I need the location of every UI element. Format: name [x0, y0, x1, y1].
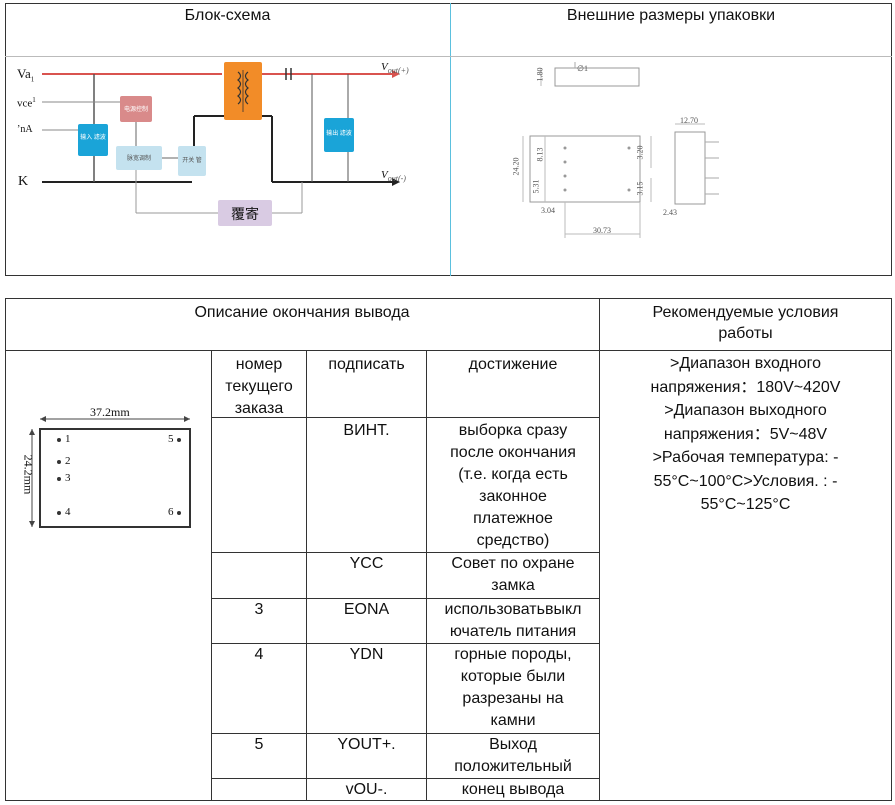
table-row-2-description: использоватьвыкл ючатель питания — [444, 601, 582, 640]
pin-3-label: 3 — [65, 472, 71, 484]
table-row-5-description: конец вывода — [461, 781, 565, 798]
pin-6-label: 6 — [168, 506, 174, 518]
input-filter-block: 输入 滤波 — [78, 124, 108, 156]
table-row-4-number: 5 — [254, 736, 264, 753]
block-diagram-wires — [42, 68, 400, 214]
top-divider — [450, 3, 451, 276]
table-col-2-border — [426, 350, 427, 801]
dim-8-13: 8.13 — [535, 147, 545, 162]
table-row-rule-4 — [211, 733, 599, 734]
pin-4-label: 4 — [65, 506, 71, 518]
pin-2-label: 2 — [65, 455, 71, 467]
table-row-3-number: 4 — [254, 646, 264, 663]
dim-12-70: 12.70 — [680, 116, 698, 125]
label-va: Va1 — [17, 66, 35, 84]
table-header-number: номер текущего заказа — [225, 356, 293, 417]
output-filter-block: 输出 滤波 — [324, 118, 354, 152]
table-row-3-sign: YDN — [349, 646, 384, 663]
table-row-5-sign: vOU-. — [345, 781, 388, 798]
package-height-label: 24.2mm — [21, 454, 36, 495]
package-pin-diagram: 37.2mm 24.2mm 1 2 3 4 5 6 — [21, 405, 202, 535]
dim-phi-1: ∅1 — [577, 64, 588, 73]
dim-5-31: 5.31 — [531, 179, 541, 194]
dim-3-20: 3.20 — [635, 145, 645, 160]
recommended-conditions-title: Рекомендуемые условия работы — [652, 304, 839, 342]
table-row-3-description: горные породы, которые были разрезаны на… — [454, 646, 572, 729]
package-width-label: 37.2mm — [90, 405, 130, 419]
block-diagram-title: Блок-схема — [184, 7, 271, 24]
dim-30-73: 30.73 — [593, 226, 611, 235]
label-vout-minus: Vout(-) — [381, 169, 406, 184]
label-vce: vce1 — [17, 96, 36, 110]
table-row-rule-5 — [211, 778, 599, 779]
pwm-block: 脉宽调制 — [116, 146, 162, 170]
transformer-block — [224, 62, 262, 120]
top-section — [5, 3, 892, 276]
recommended-conditions-text: >Диапазон входного напряжения：180V~420V … — [650, 355, 841, 513]
table-left-border — [211, 350, 212, 801]
table-row-2-number: 3 — [254, 601, 264, 618]
switch-block: 开关 管 — [178, 146, 206, 176]
table-header-description: достижение — [468, 356, 558, 373]
package-outline — [29, 416, 191, 528]
table-row-4-sign: YOUT+. — [337, 736, 396, 753]
top-caption-rule — [5, 56, 892, 57]
table-row-2-sign: EONA — [343, 601, 390, 618]
table-row-rule-0 — [211, 417, 599, 418]
dim-3-04: 3.04 — [541, 206, 555, 215]
table-row-1-sign: YCC — [349, 555, 384, 572]
table-row-rule-2 — [211, 598, 599, 599]
pin-description-title: Описание окончания вывода — [194, 304, 410, 321]
bottom-header-rule — [5, 350, 892, 351]
dim-3-15: 3.15 — [635, 181, 645, 196]
dim-1-80: 1.80 — [535, 67, 545, 82]
table-row-0-sign: ВИНТ. — [343, 422, 390, 439]
bottom-main-divider — [599, 298, 600, 801]
pin-5-label: 5 — [168, 433, 174, 445]
dim-24-20: 24.20 — [511, 157, 521, 176]
feedback-block: 覆寄 — [218, 200, 272, 226]
label-ra: ʼnA — [17, 124, 33, 135]
table-row-rule-1 — [211, 552, 599, 553]
package-dims-title: Внешние размеры упаковки — [566, 7, 776, 24]
table-row-4-description: Выход положительный — [454, 736, 572, 775]
transformer-coil-icon — [237, 70, 249, 112]
power-control-block: 电源控制 — [120, 96, 152, 122]
table-row-1-description: Совет по охране замка — [451, 555, 575, 594]
table-header-sign: подписать — [328, 356, 405, 373]
table-row-rule-3 — [211, 643, 599, 644]
dims-lines — [522, 62, 719, 238]
bottom-section — [5, 298, 892, 801]
label-k: K — [18, 174, 29, 189]
pin-1-label: 1 — [65, 433, 71, 445]
package-dims-drawing: 1.80 ∅1 12.70 24.20 8.13 5.31 3.20 3.15 … — [505, 58, 735, 248]
table-row-0-description: выборка сразу после окончания (т.е. когд… — [450, 422, 576, 549]
table-col-1-border — [306, 350, 307, 801]
dim-2-43: 2.43 — [663, 208, 677, 217]
label-vout-plus: Vout(+) — [381, 61, 409, 76]
block-diagram: Va1 vce1 ʼnA K Vout(+) Vout(-) 输入 滤波 电源控… — [12, 58, 442, 272]
